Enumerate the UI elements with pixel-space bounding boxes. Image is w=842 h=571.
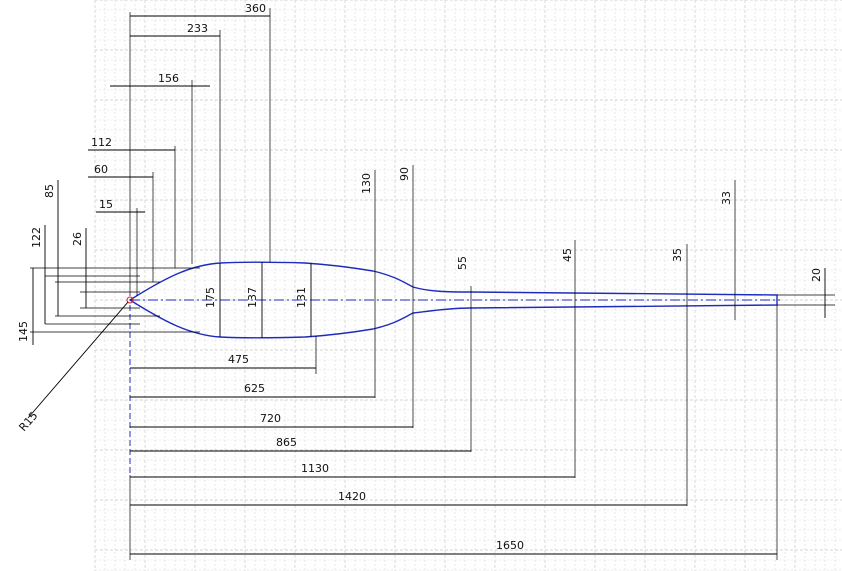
dim-55: 55 <box>456 256 472 452</box>
dim-35-label: 35 <box>671 248 684 262</box>
origin-point <box>126 296 134 304</box>
dim-85: 85 <box>43 180 59 316</box>
upper-profile <box>128 261 778 339</box>
dim-1650: 1650 <box>129 305 778 560</box>
dim-15: 15 <box>96 198 145 296</box>
dim-175: 175 <box>204 263 221 337</box>
dim-720-label: 720 <box>260 412 281 425</box>
dim-55-label: 55 <box>456 256 469 270</box>
dim-26: 26 <box>71 228 87 308</box>
section-dimensions: 175 137 131 <box>204 262 312 338</box>
dim-360-label: 360 <box>245 2 266 15</box>
dim-156-label: 156 <box>158 72 179 85</box>
dim-33: 33 <box>720 180 736 320</box>
dim-865-label: 865 <box>276 436 297 449</box>
dim-20: 20 <box>777 268 835 318</box>
profile <box>126 261 780 475</box>
dim-90-label: 90 <box>398 167 411 181</box>
dim-175-label: 175 <box>204 287 217 308</box>
dim-85-label: 85 <box>43 184 56 198</box>
dim-60-label: 60 <box>94 163 108 176</box>
dim-156: 156 <box>110 72 210 264</box>
dim-145-label: 145 <box>17 321 30 342</box>
radius-label: R15 <box>16 409 40 434</box>
dim-1130: 1130 <box>130 462 575 478</box>
dim-233: 233 <box>130 22 221 262</box>
dim-475-label: 475 <box>228 353 249 366</box>
dim-1650-label: 1650 <box>496 539 524 552</box>
dim-33-label: 33 <box>720 191 733 205</box>
dim-475: 475 <box>130 336 317 374</box>
dim-131: 131 <box>295 263 312 337</box>
dim-131-label: 131 <box>295 287 308 308</box>
dim-90: 90 <box>398 165 414 428</box>
dim-15-label: 15 <box>99 198 113 211</box>
vertical-dimensions: 130 90 55 45 35 33 20 <box>360 165 835 506</box>
dim-130-label: 130 <box>360 173 373 194</box>
dim-20-label: 20 <box>810 268 823 282</box>
dim-122: 122 <box>30 225 46 324</box>
dim-130: 130 <box>360 170 376 398</box>
dim-137: 137 <box>246 262 263 338</box>
dim-233-label: 233 <box>187 22 208 35</box>
dim-865: 865 <box>130 436 471 452</box>
dim-1420: 1420 <box>130 490 687 506</box>
dim-625: 625 <box>130 382 375 398</box>
left-dimensions: 85 122 26 145 <box>17 180 200 345</box>
dim-720: 720 <box>130 412 413 428</box>
dim-1130-label: 1130 <box>301 462 329 475</box>
dim-45-label: 45 <box>561 248 574 262</box>
dim-45: 45 <box>561 240 576 478</box>
dim-60: 60 <box>88 163 154 282</box>
top-dimensions: 360 233 156 112 60 15 <box>88 2 271 296</box>
dim-145: 145 <box>17 268 34 345</box>
dim-625-label: 625 <box>244 382 265 395</box>
dim-122-label: 122 <box>30 227 43 248</box>
dim-137-label: 137 <box>246 287 259 308</box>
dim-112-label: 112 <box>91 136 112 149</box>
dim-1420-label: 1420 <box>338 490 366 503</box>
dim-26-label: 26 <box>71 232 84 246</box>
dim-35: 35 <box>671 244 688 506</box>
bottom-dimensions: 475 625 720 865 1130 1420 1650 <box>129 305 778 560</box>
dim-360: 360 <box>130 2 271 262</box>
dim-112: 112 <box>88 136 176 268</box>
